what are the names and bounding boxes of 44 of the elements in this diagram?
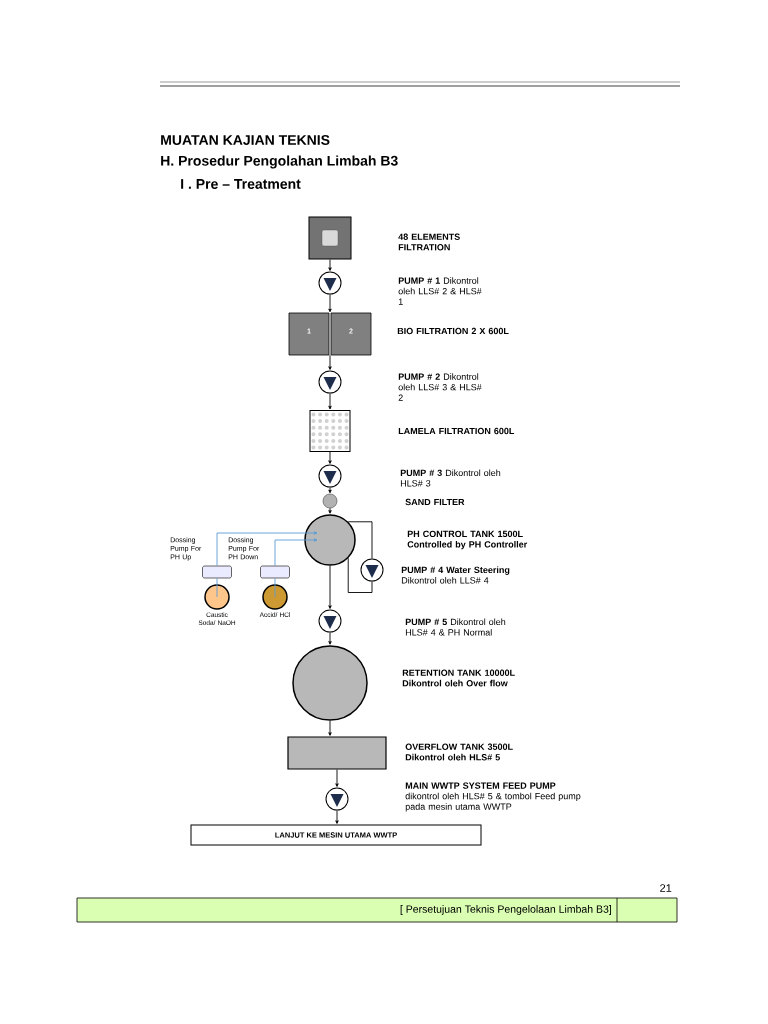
equipment-label: PUMP # 2 Dikontrol oleh LLS# 3 & HLS# 2 <box>398 373 482 401</box>
equipment-label: PUMP # 3 Dikontrol oleh HLS# 3 <box>400 469 501 487</box>
flow-arrow <box>347 521 373 559</box>
flow-arrow <box>328 720 332 736</box>
equipment-label: 48 ELEMENTS FILTRATION <box>398 233 460 251</box>
pump-symbol <box>318 464 342 488</box>
equipment-label: PUMP # 4 Water Steering Dikontrol oleh LLS# 4 <box>401 566 510 584</box>
tank-circle <box>292 645 368 721</box>
flow-arrow <box>335 769 339 787</box>
equipment-label: MAIN WWTP SYSTEM FEED PUMP dikontrol oleh HLS# 5 & tombol Feed pump pada mesin utama WWTP <box>405 782 581 812</box>
pump-symbol <box>325 787 349 811</box>
heading: MUATAN KAJIAN TEKNIS <box>161 135 330 145</box>
flow-arrow <box>328 487 332 494</box>
equipment-label: PUMP # 5 Dikontrol oleh HLS# 4 & PH Normal <box>405 618 506 636</box>
equipment-label: SAND FILTER <box>405 498 465 506</box>
footer-bar: [ Persetujuan Teknis Pengelolaan Limbah B3] <box>76 897 678 923</box>
flow-arrow <box>335 810 339 824</box>
flow-arrow <box>328 632 332 645</box>
pump-symbol <box>318 370 342 394</box>
tank-circle <box>304 514 356 566</box>
filter-box <box>309 410 351 452</box>
flow-arrow <box>216 531 318 567</box>
page-number: 21 <box>660 884 672 892</box>
heading: H. Prosedur Pengolahan Limbah B3 <box>161 155 398 169</box>
equipment-label: PH CONTROL TANK 1500L Controlled by PH Controller <box>407 530 528 550</box>
tank-box <box>287 736 387 770</box>
flow-arrow <box>328 565 332 609</box>
flow-arrow <box>274 538 318 567</box>
pump-symbol <box>360 558 384 582</box>
pump-symbol <box>318 609 342 633</box>
flow-arrow <box>328 354 332 370</box>
heading: I . Pre – Treatment <box>181 179 301 189</box>
flow-arrow <box>328 507 332 514</box>
filter-box <box>308 216 352 260</box>
flow-arrow <box>328 393 332 410</box>
equipment-label: PUMP # 1 Dikontrol oleh LLS# 2 & HLS# 1 <box>398 277 482 305</box>
flow-arrow <box>328 294 332 313</box>
equipment-label: LAMELA FILTRATION 600L <box>398 427 515 435</box>
equipment-label: BIO FILTRATION 2 X 600L <box>397 327 509 335</box>
equipment-label: RETENTION TANK 10000L Dikontrol oleh Over flow <box>402 669 515 687</box>
pump-symbol <box>318 271 342 295</box>
equipment-label: OVERFLOW TANK 3500L Dikontrol oleh HLS# 5 <box>405 743 513 761</box>
flow-arrow <box>328 451 332 464</box>
flow-arrow <box>328 259 332 271</box>
